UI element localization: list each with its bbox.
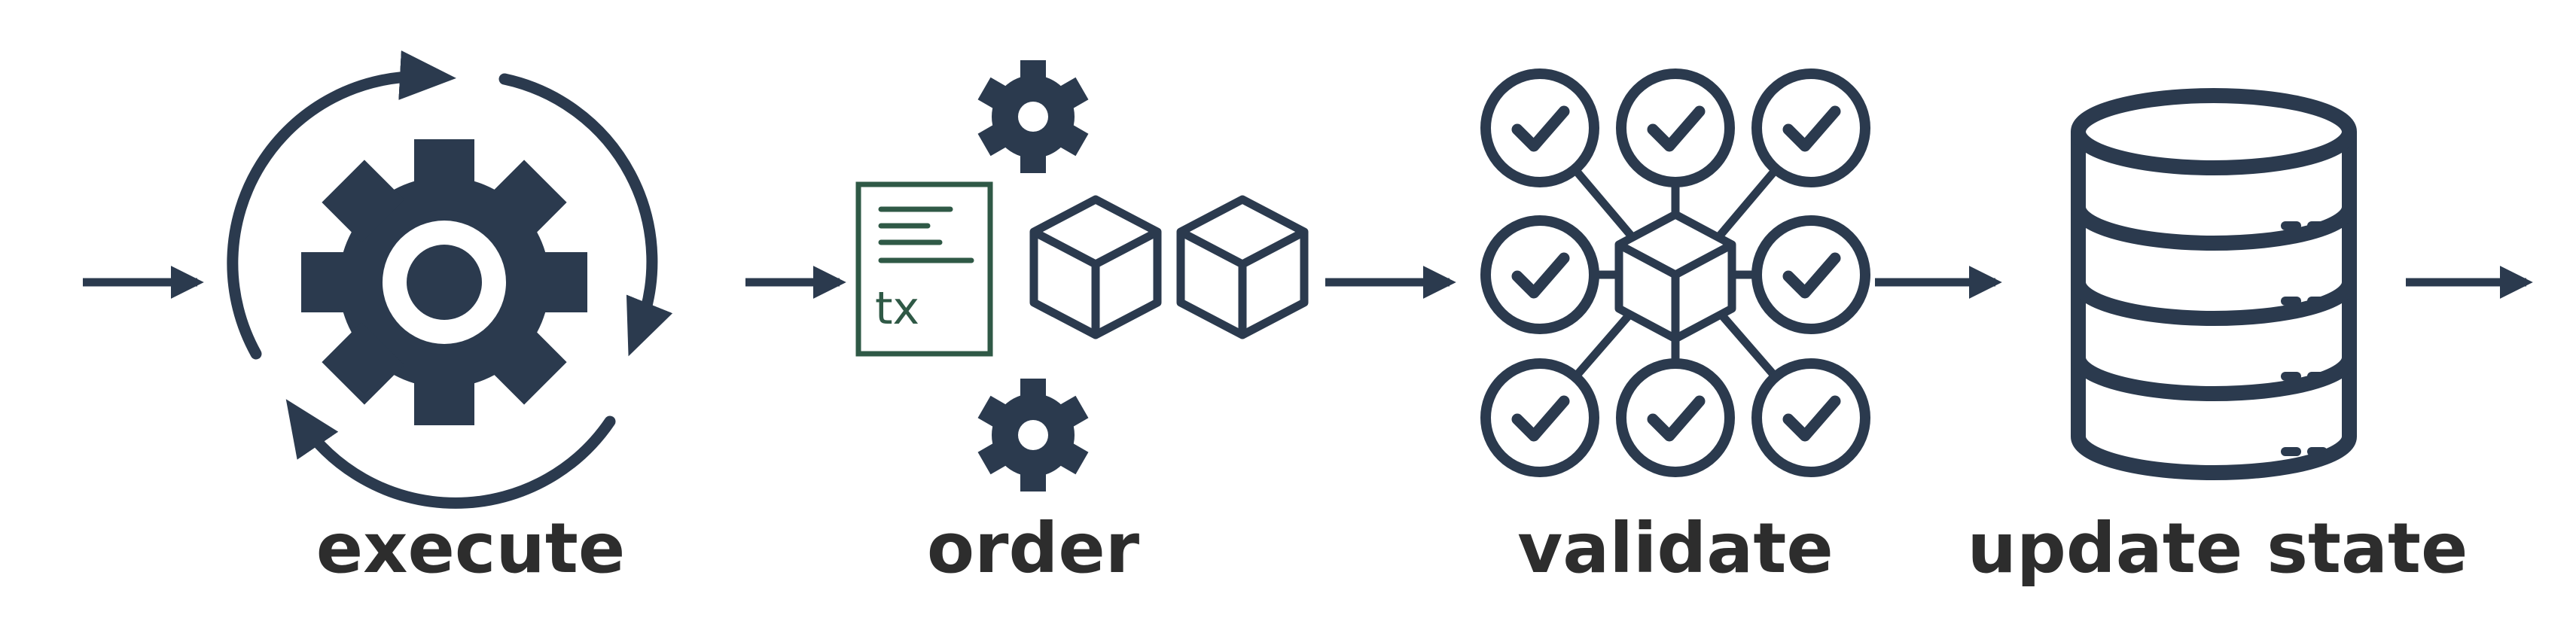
small-gear-top <box>977 60 1089 173</box>
block-cube-icon <box>1176 195 1309 339</box>
check-node-icon <box>1480 358 1599 477</box>
check-node-icon <box>1616 68 1735 187</box>
db-indicator-lights <box>2281 221 2328 456</box>
validation-network-icon <box>1480 68 1870 477</box>
check-node-icon <box>1751 68 1870 187</box>
small-gear-bottom <box>977 379 1089 491</box>
block-cube-icon <box>1029 195 1162 339</box>
check-node-icon <box>1616 358 1735 477</box>
stage-label-validate: validate <box>1517 508 1833 589</box>
transaction-blocks-icon: tx <box>855 60 1309 491</box>
check-node-icon <box>1480 68 1599 187</box>
main-gear <box>301 139 587 425</box>
cycle-arrows <box>227 50 673 509</box>
tx-document-icon: tx <box>855 181 993 357</box>
check-node-icon <box>1751 358 1870 477</box>
tx-label: tx <box>875 282 919 335</box>
stage-labels: execute order validate update state <box>316 508 2468 589</box>
check-node-icon <box>1480 215 1599 334</box>
central-block-icon <box>1614 210 1736 343</box>
stage-label-order: order <box>927 508 1140 589</box>
stage-label-update-state: update state <box>1968 508 2468 589</box>
stage-label-execute: execute <box>316 508 626 589</box>
gear-cycle-icon <box>227 50 673 509</box>
database-icon <box>2071 88 2357 480</box>
check-node-icon <box>1751 215 1870 334</box>
